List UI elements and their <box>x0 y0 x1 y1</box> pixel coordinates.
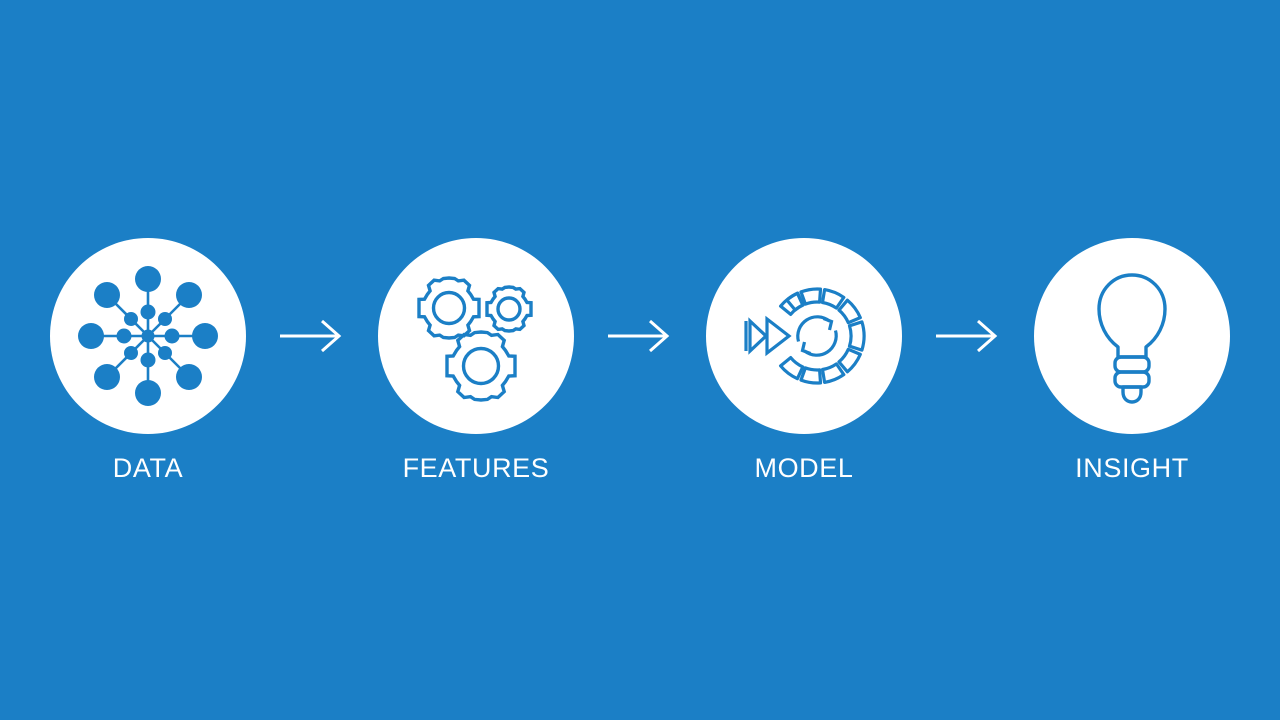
flow-connector-2 <box>574 238 706 434</box>
arrow-right-icon <box>280 319 342 353</box>
flow-step-data[interactable]: DATA <box>50 238 246 482</box>
flow-step-label-insight: INSIGHT <box>1075 453 1189 483</box>
flow-step-label-features: FEATURES <box>402 453 550 483</box>
flow-step-label-data: DATA <box>112 453 184 483</box>
icon-disc-features <box>378 238 574 434</box>
icon-disc-model <box>706 238 902 434</box>
lightbulb-icon <box>1097 273 1167 404</box>
icon-disc-data <box>50 238 246 434</box>
flow-step-model[interactable]: MODEL <box>706 238 902 482</box>
network-hub-icon <box>78 266 218 406</box>
arrow-right-icon <box>936 319 998 353</box>
flow-step-insight[interactable]: INSIGHT <box>1034 238 1230 482</box>
flow-connector-1 <box>246 238 378 434</box>
flow-step-features[interactable]: FEATURES <box>378 238 574 482</box>
flow-connector-3 <box>902 238 1034 434</box>
gears-icon <box>417 276 533 402</box>
flow-step-label-model: MODEL <box>754 453 854 483</box>
model-cycle-icon <box>744 287 866 385</box>
arrow-right-icon <box>608 319 670 353</box>
icon-disc-insight <box>1034 238 1230 434</box>
